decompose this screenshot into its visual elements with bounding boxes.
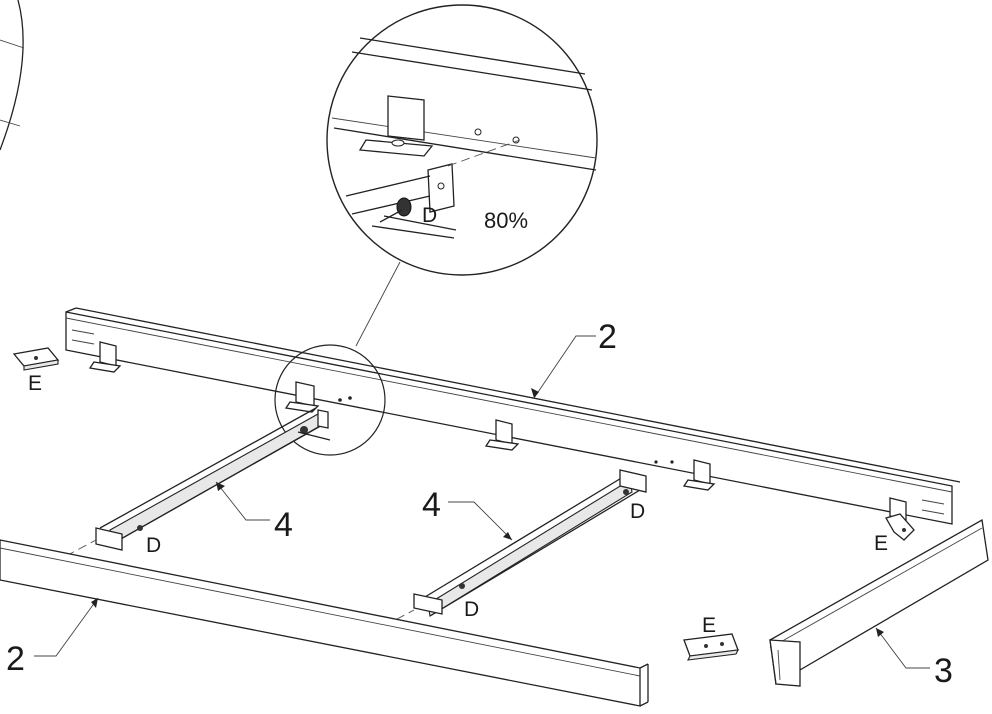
partial-detail-circle — [0, 0, 25, 151]
label-slat-right: 4 — [422, 486, 441, 524]
label-bracket-right: E — [874, 532, 888, 555]
label-screw-mid: D — [464, 598, 479, 621]
label-slat-left: 4 — [274, 506, 293, 544]
label-bracket-bottom: E — [702, 614, 716, 637]
slat-right — [383, 469, 647, 627]
detail-circle — [326, 4, 598, 276]
leader-lines — [34, 335, 930, 669]
bracket-e-bottom — [683, 633, 739, 661]
detail-screw-label: D — [422, 204, 437, 227]
bracket-e-left — [12, 347, 60, 371]
slat-left — [65, 407, 331, 557]
small-detail-holes — [338, 396, 674, 464]
bracket-e-right — [885, 513, 915, 541]
label-end-rail: 3 — [934, 652, 953, 690]
detail-leader-line — [355, 261, 401, 347]
label-rail-bottom: 2 — [6, 640, 25, 678]
label-screw-left: D — [146, 534, 161, 557]
detail-marker-circle — [274, 344, 386, 456]
zoom-scale-label: 80% — [484, 208, 528, 233]
label-screw-right: D — [630, 500, 645, 523]
label-bracket-left: E — [28, 372, 42, 395]
rail-top-brackets — [88, 341, 907, 521]
label-rail-top: 2 — [598, 318, 617, 356]
end-rail — [769, 518, 989, 687]
rail-bottom — [0, 539, 649, 707]
